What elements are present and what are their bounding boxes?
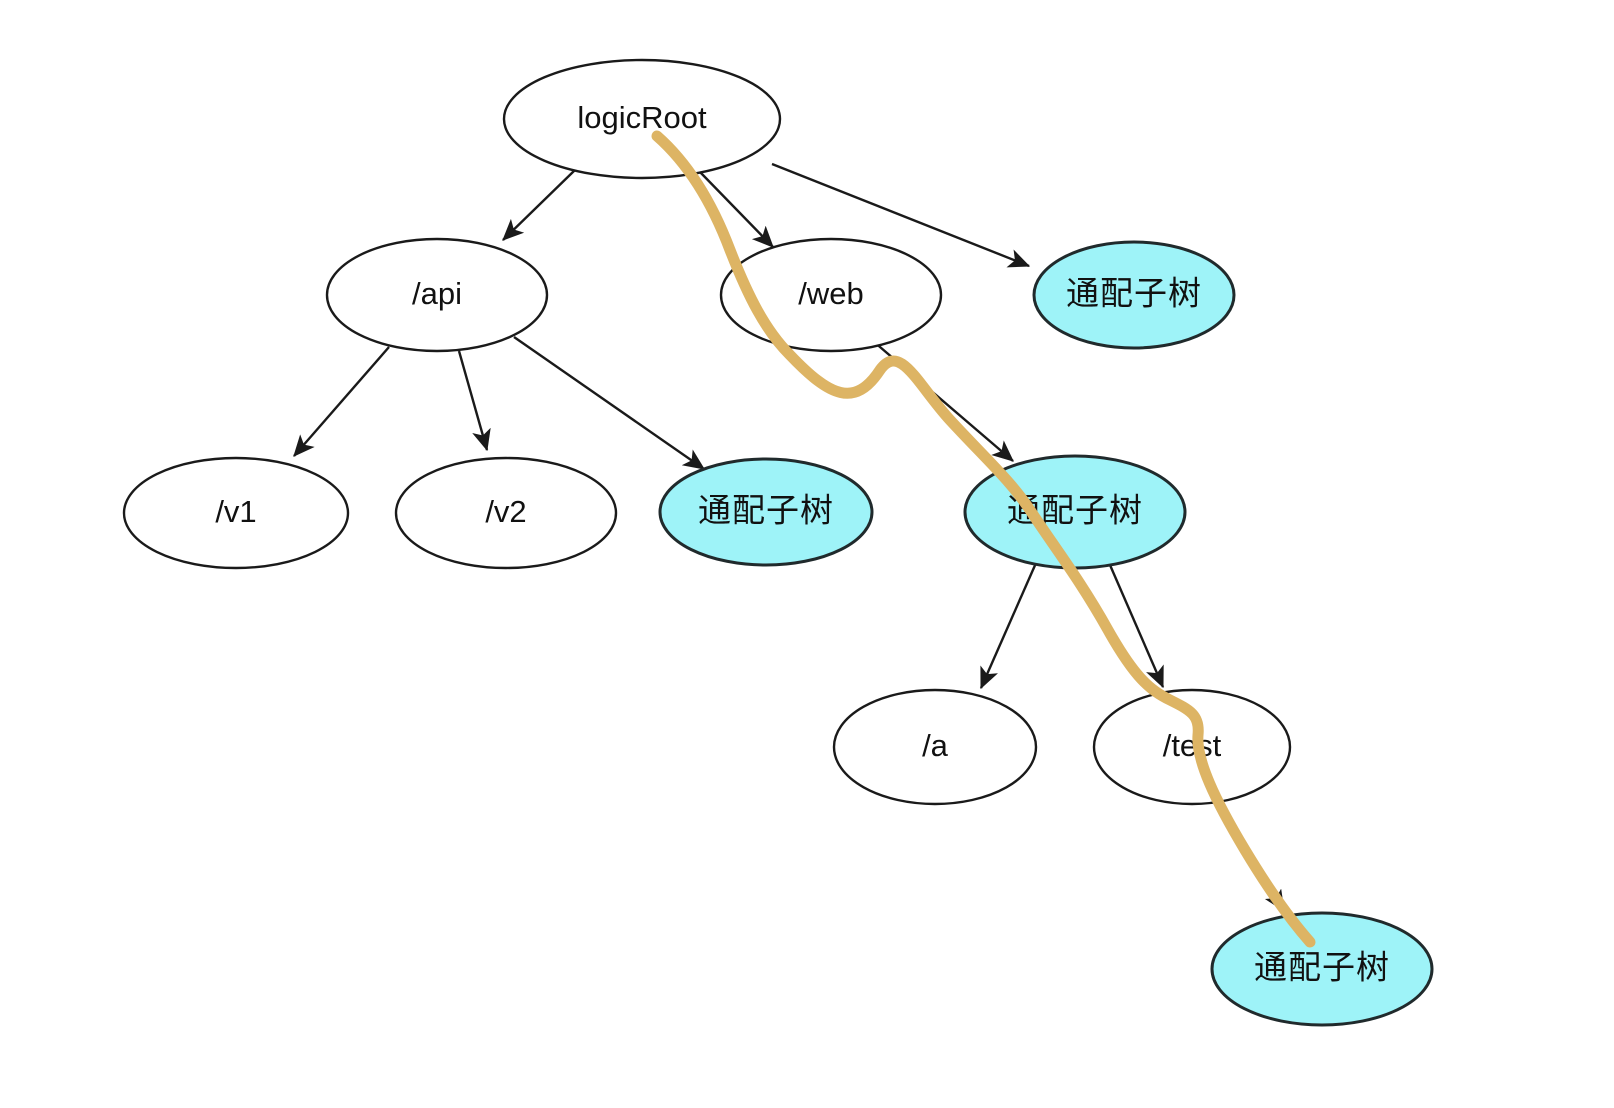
tree-edge-api-to-v1 <box>293 346 390 457</box>
node-ellipse-wild-api[interactable] <box>658 457 874 567</box>
tree-node-wild-test[interactable]: 通配子树 <box>1210 911 1434 1027</box>
node-ellipse-test[interactable] <box>1092 688 1292 806</box>
tree-node-wild-api[interactable]: 通配子树 <box>658 457 874 567</box>
tree-node-api[interactable]: /api <box>325 237 549 353</box>
tree-node-v1[interactable]: /v1 <box>122 456 350 570</box>
tree-edge-api-to-wild-api <box>513 336 705 470</box>
matching-path-highlight <box>651 130 1316 948</box>
tree-node-wild-root[interactable]: 通配子树 <box>1032 240 1236 350</box>
node-ellipse-wild-test[interactable] <box>1210 911 1434 1027</box>
tree-edge-wild-web-to-a <box>979 562 1038 690</box>
node-ellipse-a[interactable] <box>832 688 1038 806</box>
node-ellipse-api[interactable] <box>325 237 549 353</box>
tree-edge-wild-web-to-test <box>1108 564 1165 689</box>
tree-edge-api-to-v2 <box>457 350 491 452</box>
tree-edge-root-to-web <box>699 171 774 248</box>
node-ellipse-v1[interactable] <box>122 456 350 570</box>
highlight-layer <box>651 130 1316 948</box>
node-ellipse-root[interactable] <box>502 58 782 180</box>
tree-node-v2[interactable]: /v2 <box>394 456 618 570</box>
tree-node-root[interactable]: logicRoot <box>502 58 782 180</box>
node-ellipse-web[interactable] <box>719 237 943 353</box>
tree-edge-root-to-wild-root <box>771 162 1031 268</box>
tree-node-a[interactable]: /a <box>832 688 1038 806</box>
node-ellipse-v2[interactable] <box>394 456 618 570</box>
node-ellipse-wild-root[interactable] <box>1032 240 1236 350</box>
tree-edge-root-to-api <box>502 169 576 241</box>
